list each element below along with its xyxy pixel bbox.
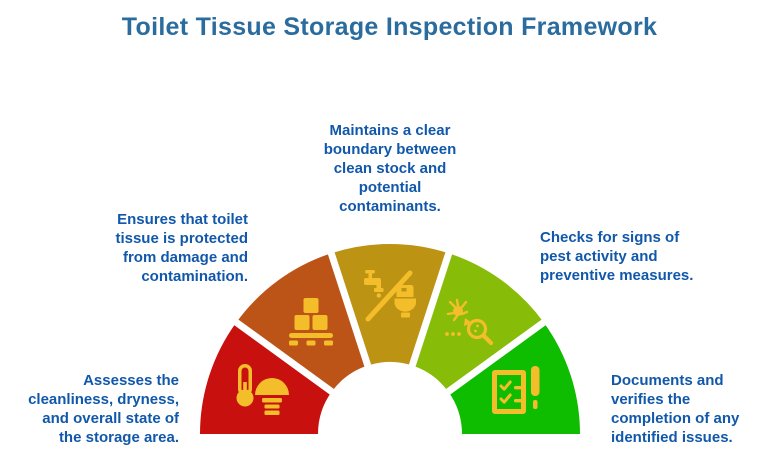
segment-pest-control <box>412 253 544 392</box>
segment-documentation <box>448 322 580 434</box>
pest-magnifier-icon <box>445 298 494 346</box>
checklist-pen-icon <box>492 366 540 414</box>
segment-separators <box>229 246 551 437</box>
pallet-boxes-icon <box>289 298 333 346</box>
segment-storage-area-condition <box>200 322 332 434</box>
page-title: Toilet Tissue Storage Inspection Framewo… <box>121 13 658 41</box>
no-water-toilet-icon <box>364 270 416 322</box>
thermometer-warehouse-icon <box>236 364 289 415</box>
